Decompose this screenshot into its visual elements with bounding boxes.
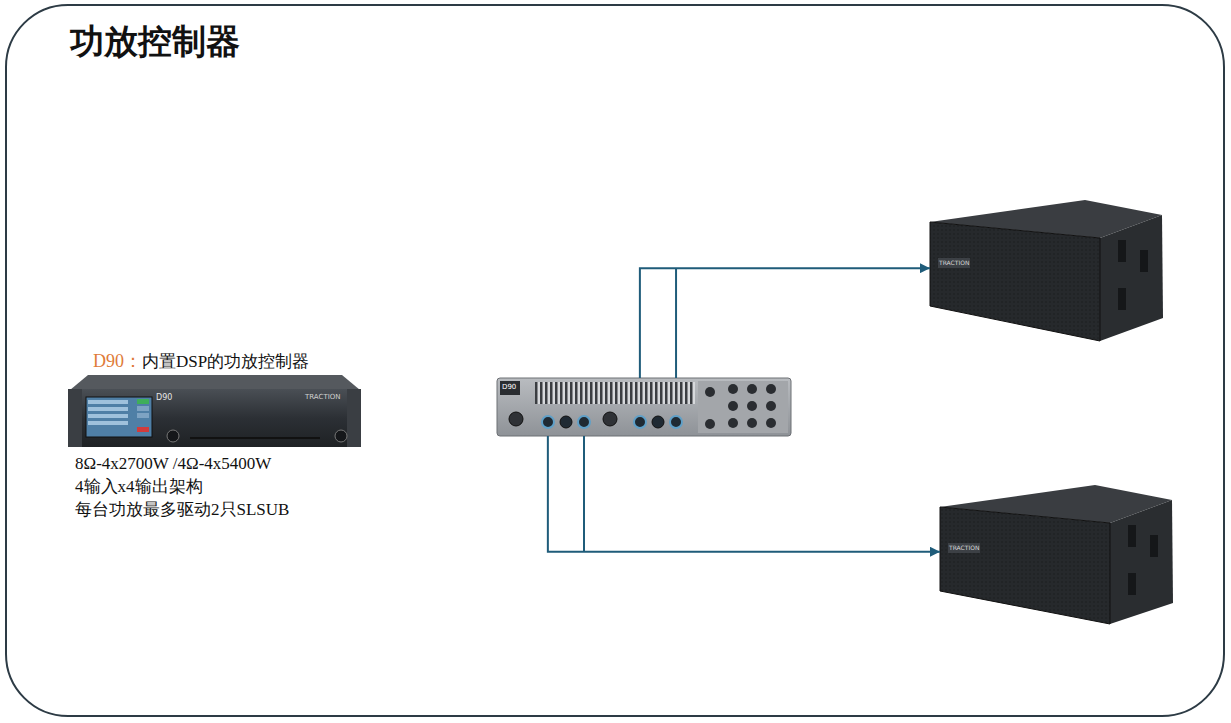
amplifier-front: D90 TRACTION	[68, 375, 361, 448]
node-text: TRACTION	[939, 260, 969, 266]
node-text: TRACTION	[305, 394, 341, 401]
connector-line	[548, 436, 940, 552]
node-text: D90	[502, 384, 516, 391]
label-text: 每台功放最多驱动2只SLSUB	[75, 500, 289, 520]
speaker	[930, 200, 1163, 341]
label-text: 4输入x4输出架构	[75, 477, 203, 497]
amplifier-front	[68, 375, 361, 447]
speaker-box: TRACTION	[940, 485, 1175, 627]
node-text: D90	[156, 394, 172, 402]
label-text: 8Ω-4x2700W /4Ω-4x5400W	[75, 454, 271, 474]
frame	[6, 5, 1224, 716]
amplifier-rear: D90	[497, 378, 791, 436]
amplifier-rear-panel	[497, 378, 791, 436]
label-text: 内置DSP的功放控制器	[142, 352, 309, 372]
speaker	[940, 485, 1173, 624]
connector	[548, 436, 940, 552]
node-text: TRACTION	[949, 545, 979, 551]
speaker-box: TRACTION	[930, 200, 1165, 342]
connector-branch	[583, 436, 585, 552]
connector-line	[640, 268, 930, 378]
label-row: D90：内置DSP的功放控制器	[93, 351, 309, 373]
connector	[640, 268, 930, 378]
diagram-title: 功放控制器	[70, 19, 240, 65]
label-text: D90：	[93, 351, 142, 373]
connector-branch	[675, 268, 677, 378]
